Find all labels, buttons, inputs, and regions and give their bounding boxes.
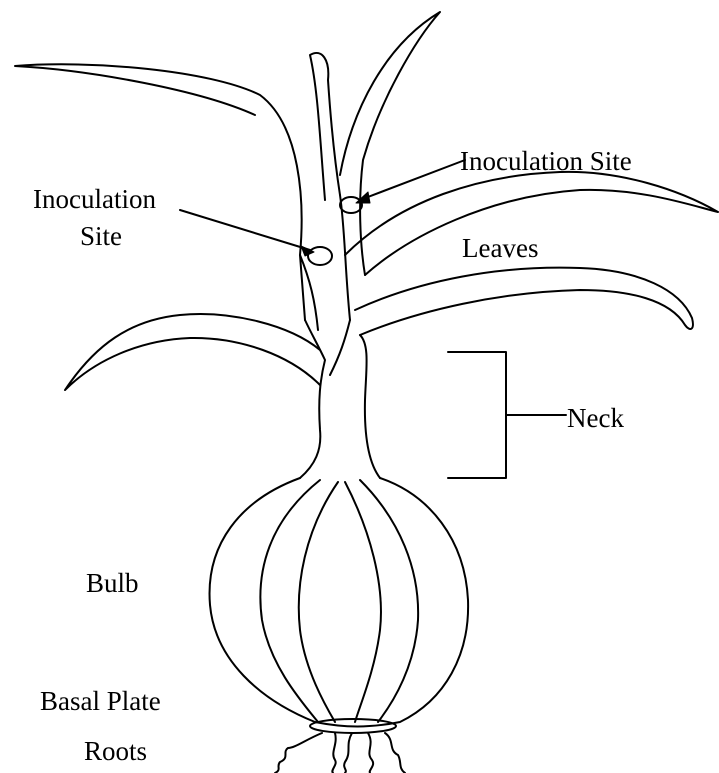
leaf-right-curled	[355, 268, 693, 335]
label-bulb: Bulb	[86, 570, 139, 597]
label-inoculation-site-right: Inoculation Site	[460, 148, 632, 175]
inoculation-arrow-right	[360, 160, 465, 200]
leaf-center-small	[310, 53, 340, 200]
neck-right-outline	[330, 320, 380, 478]
root-5	[385, 733, 405, 773]
root-4	[368, 733, 373, 773]
bulb-scale-3	[345, 482, 381, 722]
inoculation-arrowhead-left	[301, 246, 314, 256]
label-leaves: Leaves	[462, 235, 538, 262]
label-roots: Roots	[84, 738, 147, 773]
inoculation-arrowhead-right	[356, 192, 370, 203]
bulb-scale-4	[360, 480, 418, 722]
bulb-scale-1	[260, 480, 320, 722]
label-neck: Neck	[567, 405, 624, 432]
neck-bracket	[448, 352, 506, 478]
inoculation-site-left-marker	[308, 247, 332, 265]
root-1	[275, 733, 322, 773]
label-inoculation-site-left-line2: Site	[80, 223, 122, 250]
leaf-top-tall	[340, 12, 440, 275]
label-inoculation-site-left-line1: Inoculation	[33, 186, 156, 213]
root-3	[344, 733, 352, 773]
inoculation-arrow-left	[180, 210, 310, 250]
label-basal-plate: Basal Plate	[40, 688, 161, 715]
root-2	[332, 733, 335, 773]
bulb-outline	[210, 478, 469, 727]
inoculation-site-right-marker	[340, 197, 362, 213]
bulb-scale-2	[299, 482, 338, 722]
leaf-left-curled	[65, 314, 320, 390]
